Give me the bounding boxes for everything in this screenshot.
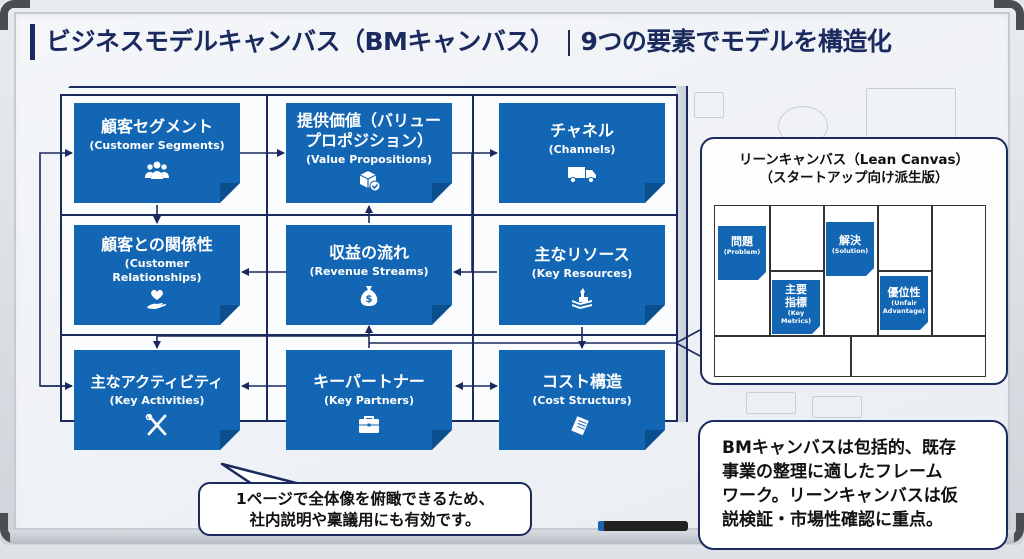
block-subtitle: (Customer Segments) [89, 139, 225, 152]
callout-one-page-overview: 1ページで全体像を俯瞰できるため、 社内説明や稟議用にも有効です。 [198, 482, 532, 536]
lean-title-line2: （スタートアップ向け派生版） [759, 170, 949, 186]
sketch-doodle [746, 392, 796, 414]
block-title: 顧客セグメント [100, 117, 213, 136]
tools-icon [145, 414, 169, 436]
block-title-line2: プロポジション） [304, 131, 433, 150]
block-channels[interactable]: チャネル (Channels) [499, 103, 665, 203]
block-title: キーパートナー [313, 372, 425, 391]
lean-title-line1: リーンキャンバス（Lean Canvas） [738, 152, 970, 168]
block-title: 主なリソース [534, 245, 630, 264]
grid-line [62, 334, 676, 336]
callout-line: 1ページで全体像を俯瞰できるため、 [235, 490, 495, 508]
block-key-activities[interactable]: 主なアクティビティ (Key Activities) [74, 350, 240, 450]
truck-icon [567, 163, 597, 185]
block-key-partners[interactable]: キーパートナー (Key Partners) [286, 350, 452, 450]
callout-line: ワーク。リーンキャンバスは仮 [722, 486, 958, 506]
block-subtitle: (Channels) [548, 143, 616, 156]
heart-hand-icon [145, 288, 169, 310]
lean-card-problem[interactable]: 問題 (Problem) [718, 226, 766, 280]
grid-line [266, 96, 268, 420]
marker-cap [598, 521, 604, 531]
callout-line: BMキャンバスは包括的、既存 [722, 438, 956, 458]
block-subtitle: (Value Propositions) [305, 153, 433, 166]
document-icon [570, 414, 594, 436]
block-key-resources[interactable]: 主なリソース (Key Resources) [499, 225, 665, 325]
marker [598, 521, 688, 531]
sketch-doodle [812, 396, 862, 418]
lean-card-key-metrics[interactable]: 主要 指標 (Key Metrics) [772, 280, 820, 334]
frame-corner [0, 0, 30, 30]
block-title: 提供価値（バリュー [296, 111, 441, 130]
grid-line [62, 214, 676, 216]
callout-line: 説検証・市場性確認に重点。 [722, 510, 943, 530]
block-subtitle-line2: Relationships) [112, 271, 202, 284]
block-subtitle: (Key Activities) [109, 394, 205, 407]
title-sub: 9つの要素でモデルを構造化 [580, 27, 892, 56]
page-title: ビジネスモデルキャンバス（BMキャンバス） 9つの要素でモデルを構造化 [46, 24, 892, 60]
title-main: ビジネスモデルキャンバス（BMキャンバス） [46, 27, 555, 56]
block-customer-segments[interactable]: 顧客セグメント (Customer Segments) [74, 103, 240, 203]
block-subtitle: (Revenue Streams) [309, 265, 429, 278]
resources-icon [570, 287, 594, 309]
money-bag-icon: $ [357, 285, 381, 307]
block-title: コスト構造 [541, 372, 622, 391]
sketch-doodle [694, 92, 724, 118]
svg-text:$: $ [366, 294, 373, 305]
block-title: 顧客との関係性 [101, 235, 213, 254]
box-check-icon [357, 170, 381, 192]
block-title: チャネル [550, 121, 614, 140]
lean-canvas-grid: 問題 (Problem) 主要 指標 (Key Metrics) 解決 (Sol… [714, 205, 986, 377]
briefcase-icon [357, 414, 381, 436]
block-value-propositions[interactable]: 提供価値（バリュー プロポジション） (Value Propositions) [286, 103, 452, 203]
callout-line: 社内説明や稟議用にも有効です。 [249, 511, 481, 529]
block-subtitle: (Cost Structurs) [532, 394, 632, 407]
lean-canvas-title: リーンキャンバス（Lean Canvas） （スタートアップ向け派生版） [702, 151, 1006, 187]
lean-canvas-panel: リーンキャンバス（Lean Canvas） （スタートアップ向け派生版） 問題 … [700, 137, 1008, 385]
lean-card-solution[interactable]: 解決 (Solution) [826, 222, 874, 276]
block-subtitle: (Customer [124, 257, 190, 270]
title-accent-bar [30, 24, 35, 60]
callout-line: 事業の整理に適したフレーム [722, 462, 943, 482]
users-icon [145, 159, 169, 181]
block-cost-structure[interactable]: コスト構造 (Cost Structurs) [499, 350, 665, 450]
block-title: 収益の流れ [328, 243, 409, 262]
block-subtitle: (Key Resources) [531, 267, 633, 280]
lean-card-unfair-advantage[interactable]: 優位性 (Unfair Advantage) [880, 276, 928, 330]
block-revenue-streams[interactable]: 収益の流れ (Revenue Streams) $ [286, 225, 452, 325]
block-subtitle: (Key Partners) [324, 394, 414, 407]
grid-line [472, 96, 474, 420]
block-title: 主なアクティビティ [90, 373, 224, 391]
callout-comparison-note: BMキャンバスは包括的、既存 事業の整理に適したフレーム ワーク。リーンキャンバ… [698, 420, 1008, 550]
title-separator [568, 30, 571, 56]
block-customer-relationships[interactable]: 顧客との関係性 (Customer Relationships) [74, 225, 240, 325]
frame-corner [994, 0, 1024, 30]
